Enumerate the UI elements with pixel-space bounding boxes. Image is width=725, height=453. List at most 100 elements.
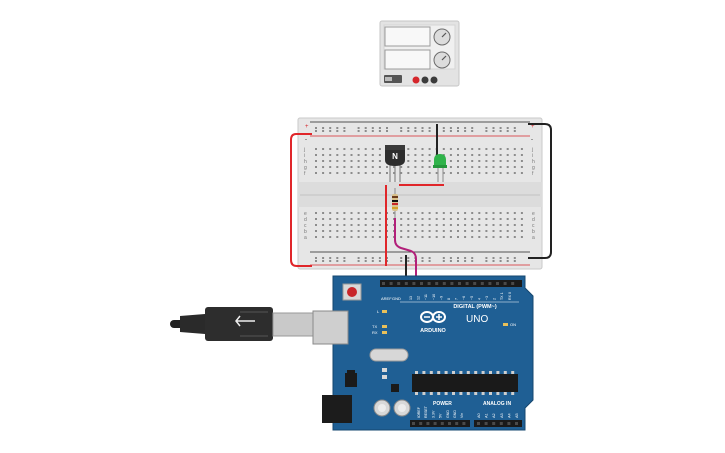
breadboard-hole[interactable]	[322, 148, 325, 150]
rail-hole[interactable]	[386, 127, 388, 129]
rail-hole[interactable]	[400, 127, 403, 129]
rail-hole[interactable]	[464, 130, 467, 132]
rail-hole[interactable]	[428, 257, 431, 259]
breadboard-hole[interactable]	[506, 224, 509, 226]
breadboard-hole[interactable]	[400, 218, 403, 220]
rail-hole[interactable]	[343, 127, 346, 129]
breadboard-hole[interactable]	[499, 154, 502, 156]
breadboard-hole[interactable]	[357, 172, 360, 174]
green-led[interactable]	[433, 154, 447, 182]
rail-hole[interactable]	[386, 130, 388, 132]
rail-hole[interactable]	[506, 130, 509, 132]
breadboard-hole[interactable]	[499, 160, 502, 162]
breadboard-hole[interactable]	[513, 224, 516, 226]
breadboard-hole[interactable]	[421, 148, 424, 150]
breadboard-hole[interactable]	[478, 160, 481, 162]
breadboard-hole[interactable]	[471, 218, 474, 220]
rail-hole[interactable]	[400, 257, 403, 259]
breadboard-hole[interactable]	[414, 224, 417, 226]
breadboard-hole[interactable]	[421, 218, 424, 220]
rail-hole[interactable]	[364, 260, 367, 262]
breadboard-hole[interactable]	[407, 236, 410, 238]
breadboard-hole[interactable]	[315, 218, 317, 220]
breadboard-hole[interactable]	[364, 166, 367, 168]
breadboard-hole[interactable]	[485, 160, 488, 162]
breadboard-hole[interactable]	[471, 154, 474, 156]
rail-hole[interactable]	[457, 127, 459, 129]
breadboard-hole[interactable]	[513, 236, 516, 238]
breadboard-hole[interactable]	[350, 160, 353, 162]
breadboard-hole[interactable]	[520, 212, 523, 214]
breadboard-hole[interactable]	[449, 166, 452, 168]
header-pin[interactable]	[465, 282, 469, 285]
rail-hole[interactable]	[357, 130, 360, 132]
breadboard-hole[interactable]	[357, 224, 360, 226]
breadboard-hole[interactable]	[492, 154, 495, 156]
header-pin[interactable]	[440, 422, 444, 425]
breadboard-hole[interactable]	[485, 218, 488, 220]
breadboard-hole[interactable]	[464, 154, 467, 156]
breadboard-hole[interactable]	[506, 148, 509, 150]
breadboard-hole[interactable]	[499, 224, 502, 226]
breadboard-hole[interactable]	[393, 172, 396, 174]
header-pin[interactable]	[499, 422, 503, 425]
breadboard-hole[interactable]	[364, 230, 367, 232]
breadboard-hole[interactable]	[364, 224, 367, 226]
breadboard-hole[interactable]	[435, 236, 438, 238]
breadboard-hole[interactable]	[442, 172, 445, 174]
breadboard-hole[interactable]	[499, 148, 502, 150]
breadboard-hole[interactable]	[449, 236, 452, 238]
header-pin[interactable]	[426, 422, 430, 425]
breadboard-hole[interactable]	[350, 236, 353, 238]
rail-hole[interactable]	[428, 260, 431, 262]
breadboard-hole[interactable]	[471, 172, 474, 174]
breadboard-hole[interactable]	[357, 230, 360, 232]
breadboard-hole[interactable]	[421, 160, 424, 162]
rail-hole[interactable]	[449, 260, 452, 262]
breadboard-hole[interactable]	[464, 230, 467, 232]
rail-hole[interactable]	[485, 260, 488, 262]
ground-terminal[interactable]	[430, 76, 438, 84]
rail-hole[interactable]	[506, 260, 509, 262]
rail-hole[interactable]	[499, 257, 502, 259]
usb-cable[interactable]	[170, 307, 314, 341]
breadboard-hole[interactable]	[329, 160, 332, 162]
rail-hole[interactable]	[506, 257, 509, 259]
header-pin[interactable]	[389, 282, 393, 285]
breadboard-hole[interactable]	[322, 166, 325, 168]
breadboard-hole[interactable]	[357, 160, 360, 162]
rail-hole[interactable]	[421, 127, 424, 129]
breadboard-hole[interactable]	[457, 166, 459, 168]
breadboard-hole[interactable]	[478, 172, 481, 174]
rail-hole[interactable]	[322, 257, 325, 259]
breadboard-hole[interactable]	[506, 154, 509, 156]
breadboard-hole[interactable]	[371, 160, 374, 162]
breadboard-hole[interactable]	[322, 160, 325, 162]
positive-terminal[interactable]	[412, 76, 420, 84]
breadboard-hole[interactable]	[428, 160, 431, 162]
breadboard-hole[interactable]	[315, 230, 317, 232]
breadboard-hole[interactable]	[414, 166, 417, 168]
breadboard-hole[interactable]	[520, 160, 523, 162]
breadboard-hole[interactable]	[407, 224, 410, 226]
breadboard-hole[interactable]	[471, 148, 474, 150]
breadboard-hole[interactable]	[442, 212, 445, 214]
breadboard-hole[interactable]	[478, 230, 481, 232]
breadboard-hole[interactable]	[329, 148, 332, 150]
breadboard-hole[interactable]	[371, 230, 374, 232]
breadboard-hole[interactable]	[492, 218, 495, 220]
breadboard-hole[interactable]	[478, 218, 481, 220]
breadboard-hole[interactable]	[442, 224, 445, 226]
breadboard-hole[interactable]	[357, 218, 360, 220]
breadboard-hole[interactable]	[520, 172, 523, 174]
rail-hole[interactable]	[513, 257, 516, 259]
rail-hole[interactable]	[407, 260, 410, 262]
rail-hole[interactable]	[378, 257, 381, 259]
breadboard-hole[interactable]	[457, 230, 459, 232]
breadboard-hole[interactable]	[378, 148, 381, 150]
npn-transistor[interactable]: N	[385, 145, 405, 182]
breadboard-hole[interactable]	[513, 154, 516, 156]
breadboard-hole[interactable]	[464, 160, 467, 162]
breadboard-hole[interactable]	[336, 236, 339, 238]
breadboard-hole[interactable]	[485, 224, 488, 226]
